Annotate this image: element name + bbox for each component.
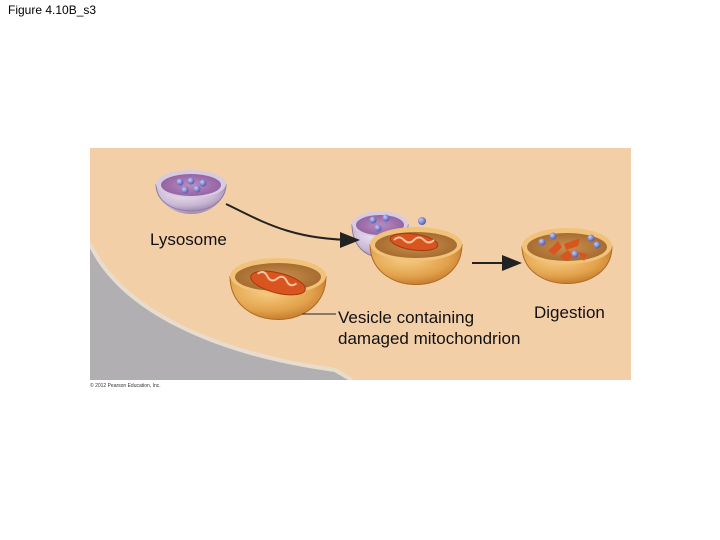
digestion-label: Digestion bbox=[534, 303, 605, 322]
diagram-artwork bbox=[90, 148, 631, 380]
digestion-vesicle bbox=[521, 228, 613, 284]
lysosome bbox=[155, 170, 227, 214]
arrow-lysosome-to-fusion bbox=[225, 203, 360, 248]
vesicle-label-line1: Vesicle containing bbox=[338, 308, 475, 327]
copyright-notice: © 2012 Pearson Education, Inc. bbox=[90, 383, 161, 389]
cell-membrane-region bbox=[90, 244, 352, 380]
vesicle-with-mitochondrion bbox=[229, 258, 327, 320]
lysosome-label: Lysosome bbox=[150, 230, 227, 249]
vesicle-label: Vesicle containing damaged mitochondrion bbox=[338, 307, 520, 349]
vesicle-label-line2: damaged mitochondrion bbox=[338, 329, 521, 348]
cell-membrane-edge bbox=[90, 243, 354, 380]
fused-lysosome-vesicle bbox=[351, 211, 463, 285]
autophagy-diagram: Lysosome Vesicle containing damaged mito… bbox=[90, 148, 631, 380]
figure-title: Figure 4.10B_s3 bbox=[8, 3, 97, 17]
damaged-mitochondrion bbox=[250, 270, 306, 296]
